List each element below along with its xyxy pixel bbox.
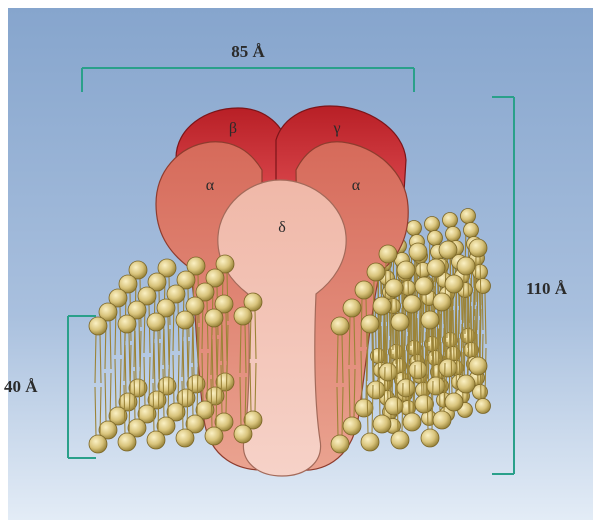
lipid-head	[205, 427, 223, 445]
lipid-head	[415, 395, 433, 413]
lipid-head	[415, 277, 433, 295]
lipid-head	[361, 315, 379, 333]
lipid-head	[379, 363, 397, 381]
lipid-head	[439, 241, 457, 259]
label-delta: δ	[278, 219, 286, 236]
label-beta: β	[229, 120, 237, 137]
lipid-head	[409, 243, 427, 261]
lipid-head	[425, 217, 440, 232]
lipid-head	[403, 413, 421, 431]
lipid-head	[367, 381, 385, 399]
lipid-head	[176, 429, 194, 447]
lipid-head	[367, 263, 385, 281]
lipid-head	[407, 221, 422, 236]
lipid-head	[89, 317, 107, 335]
lipid-head	[234, 425, 252, 443]
lipid-head	[391, 313, 409, 331]
lipid-head	[403, 295, 421, 313]
lipid-head	[89, 435, 107, 453]
lipid-head	[457, 257, 475, 275]
lipid-head	[397, 261, 415, 279]
lipid-head	[331, 317, 349, 335]
lipid-head	[343, 417, 361, 435]
lipid-head	[385, 397, 403, 415]
membrane-label: 40 Å	[4, 377, 38, 396]
lipid-head	[391, 431, 409, 449]
height-label: 110 Å	[526, 279, 568, 298]
lipid-head	[176, 311, 194, 329]
lipid-head	[385, 279, 403, 297]
lipid-head	[205, 309, 223, 327]
lipid-head	[118, 433, 136, 451]
lipid-head	[469, 239, 487, 257]
lipid-head	[461, 209, 476, 224]
lipid-head	[457, 375, 475, 393]
lipid-head	[118, 315, 136, 333]
lipid-head	[443, 213, 458, 228]
lipid-head	[331, 435, 349, 453]
lipid-head	[355, 399, 373, 417]
label-alpha-left: α	[206, 177, 215, 194]
lipid-head	[445, 393, 463, 411]
label-gamma: γ	[332, 120, 340, 137]
lipid-head	[355, 281, 373, 299]
lipid-head	[427, 259, 445, 277]
lipid-head	[409, 361, 427, 379]
lipid-head	[428, 231, 443, 246]
lipid-head	[446, 227, 461, 242]
lipid-head	[379, 245, 397, 263]
lipid-head	[373, 297, 391, 315]
lipid-head	[464, 223, 479, 238]
lipid-head	[476, 399, 491, 414]
lipid-head	[373, 415, 391, 433]
lipid-head	[421, 311, 439, 329]
label-alpha-right: α	[352, 177, 361, 194]
lipid-head	[147, 431, 165, 449]
lipid-head	[397, 379, 415, 397]
lipid-head	[343, 299, 361, 317]
lipid-head	[361, 433, 379, 451]
lipid-head	[433, 293, 451, 311]
lipid-head	[234, 307, 252, 325]
lipid-head	[469, 357, 487, 375]
lipid-head	[476, 279, 491, 294]
lipid-head	[445, 275, 463, 293]
lipid-head	[433, 411, 451, 429]
lipid-head	[439, 359, 457, 377]
lipid-head	[421, 429, 439, 447]
width-label: 85 Å	[231, 42, 265, 61]
lipid-head	[147, 313, 165, 331]
lipid-head	[427, 377, 445, 395]
